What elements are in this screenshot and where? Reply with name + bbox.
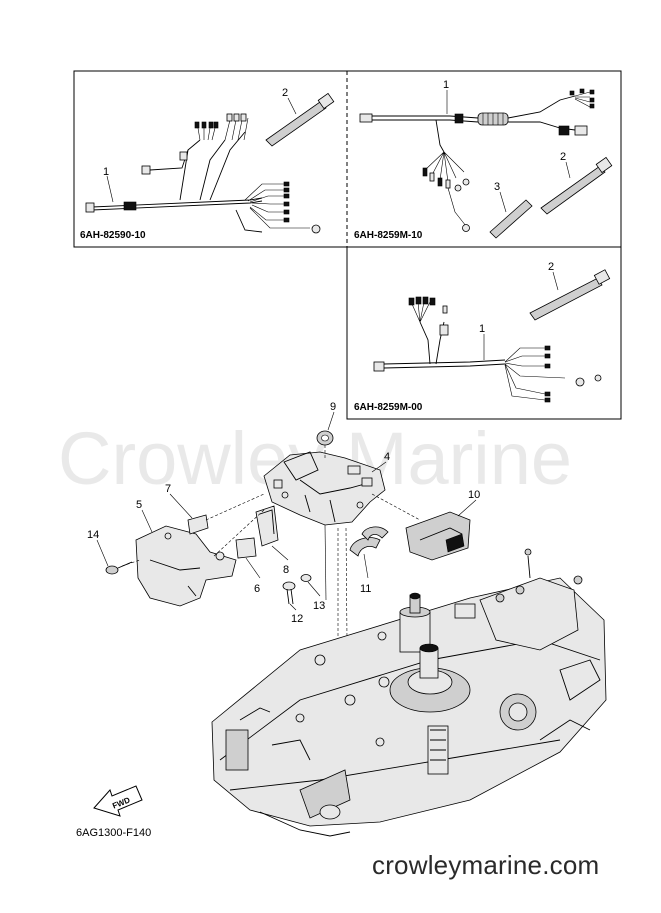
- part-code-inset3: 6AH-8259M-00: [354, 402, 423, 413]
- part-5-cover: [135, 525, 237, 607]
- inset-6ah-8259m-10: 1 2 3 6AH-8259M-10: [354, 79, 613, 241]
- part-11-clip: [349, 526, 389, 557]
- callout-5: 5: [136, 499, 142, 511]
- part-14-bolt: [105, 561, 133, 575]
- callout-1-inset1: 1: [103, 166, 109, 178]
- callout-7: 7: [165, 483, 171, 495]
- callout-11: 11: [360, 583, 371, 595]
- part-9-grommet: [316, 430, 334, 446]
- part-code-inset1: 6AH-82590-10: [80, 230, 146, 241]
- engine-block: [211, 548, 607, 837]
- callout-13: 13: [313, 600, 325, 612]
- callout-3-inset2: 3: [494, 181, 500, 193]
- fwd-arrow: FWD: [93, 785, 143, 817]
- footer-url: crowleymarine.com: [372, 850, 600, 880]
- inset-6ah-82590-10: 1 2 6AH-82590-10: [80, 87, 335, 241]
- inset-6ah-8259m-00: 1 2 6AH-8259M-00: [354, 261, 611, 413]
- callout-2-inset1: 2: [282, 87, 288, 99]
- callout-1-inset3: 1: [479, 323, 485, 335]
- callout-9: 9: [330, 401, 336, 413]
- part-8-bracket: [255, 505, 279, 547]
- part-13-washer: [300, 574, 312, 582]
- figure-code: 6AG1300-F140: [76, 827, 151, 839]
- part-6-plate: [235, 537, 257, 559]
- exploded-view: 9 4 10 7 5 14 6 8 11 13 12 FWD: [76, 401, 607, 839]
- part-code-inset2: 6AH-8259M-10: [354, 230, 423, 241]
- main-callouts: 9 4 10 7 5 14 6 8 11 13 12: [87, 401, 480, 625]
- callout-8: 8: [283, 564, 289, 576]
- callout-14: 14: [87, 529, 99, 541]
- inset-frame: [73, 70, 622, 420]
- part-7-plate: [187, 514, 209, 535]
- callout-6: 6: [254, 583, 260, 595]
- callout-2-inset3: 2: [548, 261, 554, 273]
- callout-2-inset2: 2: [560, 151, 566, 163]
- part-4-bracket: [263, 451, 386, 601]
- callout-4: 4: [384, 451, 390, 463]
- callout-10: 10: [468, 489, 480, 501]
- part-10-cap: [405, 511, 471, 561]
- part-12-bolt: [282, 581, 296, 605]
- callout-1-inset2: 1: [443, 79, 449, 91]
- callout-12: 12: [291, 613, 303, 625]
